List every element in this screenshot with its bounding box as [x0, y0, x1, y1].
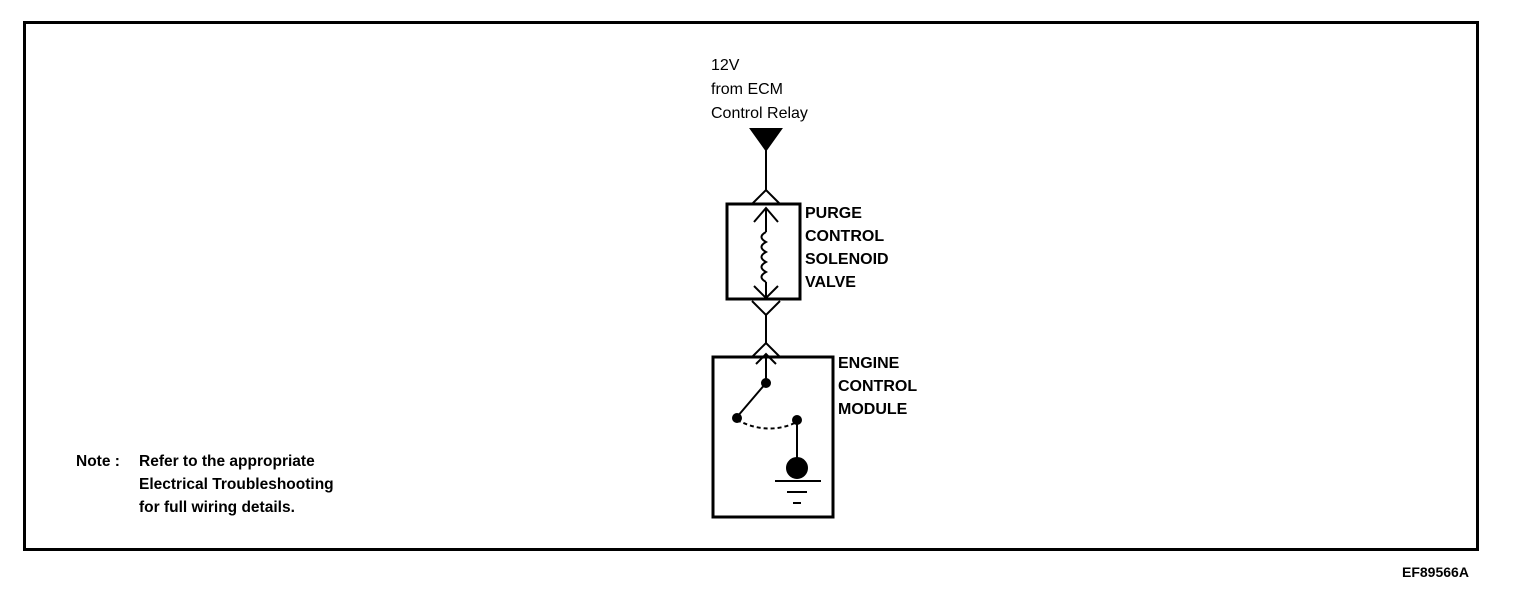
- note-line-1: Refer to the appropriate: [139, 453, 315, 470]
- ecm-label-line-2: CONTROL: [838, 378, 918, 395]
- power-source-label: 12V from ECM Control Relay: [711, 54, 808, 126]
- figure-code: EF89566A: [1402, 564, 1469, 580]
- note-line-2: Electrical Troubleshooting: [139, 476, 334, 493]
- note-body: Refer to the appropriate Electrical Trou…: [139, 450, 334, 519]
- ecm-box: [711, 355, 835, 519]
- source-label-line-1: 12V: [711, 57, 740, 74]
- note-line-3: for full wiring details.: [139, 499, 295, 516]
- solenoid-label-line-4: VALVE: [805, 274, 856, 291]
- solenoid-coil-icon: [760, 231, 769, 283]
- ecm-label-line-1: ENGINE: [838, 355, 900, 372]
- connector-solenoid-top-icon: [751, 188, 781, 205]
- ground-node-icon: [786, 457, 808, 479]
- switch-dashed-link: [736, 419, 798, 430]
- solenoid-box: [725, 202, 802, 301]
- source-label-line-3: Control Relay: [711, 105, 808, 122]
- solenoid-label-line-1: PURGE: [805, 205, 862, 222]
- connector-ecm-top-icon: [751, 341, 781, 358]
- power-source-symbol: [749, 128, 783, 152]
- ecm-label-line-3: MODULE: [838, 401, 908, 418]
- ecm-label: ENGINE CONTROL MODULE: [838, 352, 917, 421]
- connector-solenoid-bottom-icon: [751, 300, 781, 317]
- connector-solenoid-inner-bottom-icon: [753, 285, 779, 300]
- solenoid-label: PURGE CONTROL SOLENOID VALVE: [805, 202, 889, 294]
- source-label-line-2: from ECM: [711, 81, 783, 98]
- diagram-frame: [23, 21, 1479, 551]
- note-heading: Note :: [76, 453, 120, 470]
- switch-arm: [736, 382, 767, 418]
- solenoid-label-line-2: CONTROL: [805, 228, 885, 245]
- solenoid-label-line-3: SOLENOID: [805, 251, 889, 268]
